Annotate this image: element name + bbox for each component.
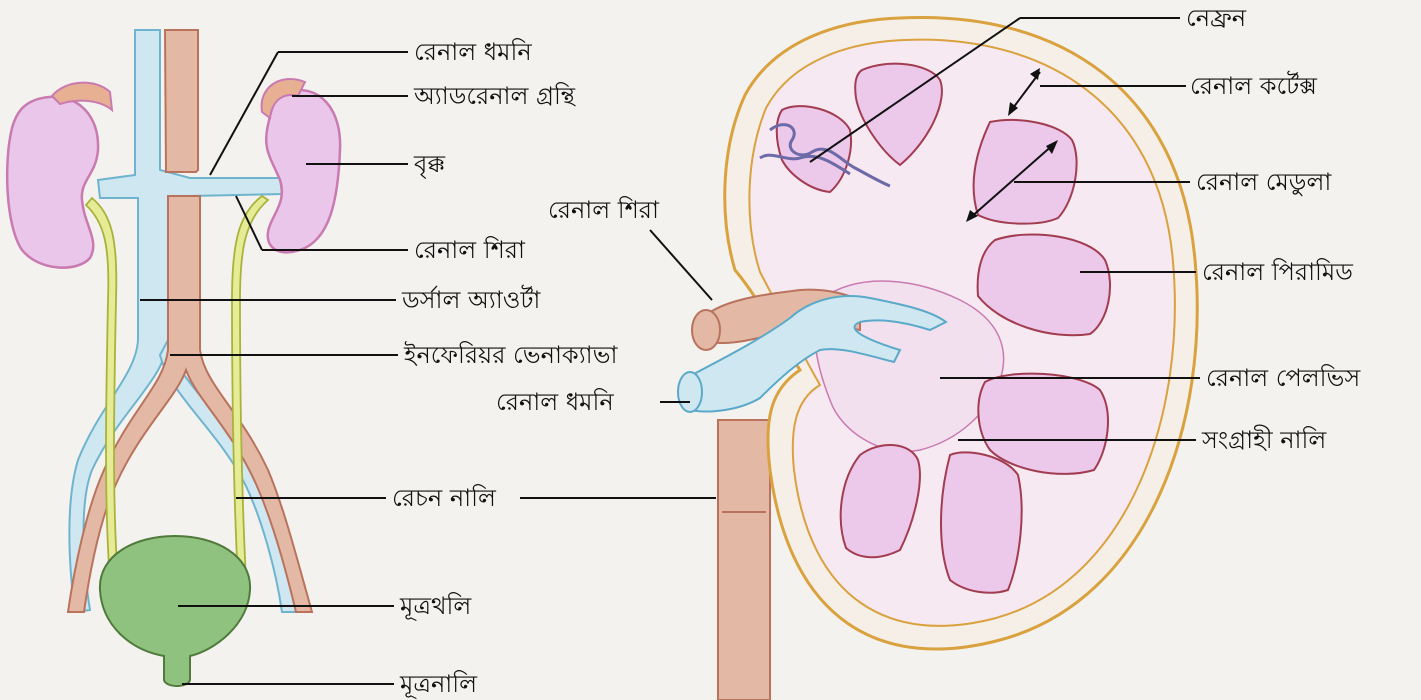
label-renal-vein-left: রেনাল শিরা [414, 236, 526, 264]
left-excretory-system [7, 30, 340, 686]
renal-vein-pointer [650, 230, 712, 300]
renal-artery-opening [678, 372, 702, 412]
label-inferior-vena-cava: ইনফেরিয়র ভেনাক্যাভা [403, 341, 619, 369]
label-renal-pelvis: রেনাল পেলভিস [1206, 364, 1361, 392]
label-renal-cortex: রেনাল কর্টেক্স [1190, 71, 1317, 100]
left-labels: রেনাল ধমনি অ্যাডরেনাল গ্রন্থি বৃক্ক রেনা… [392, 38, 619, 698]
label-renal-vein-right: রেনাল শিরা [548, 196, 660, 224]
pyramid-5 [941, 452, 1022, 592]
left-kidney-shape [7, 97, 98, 268]
label-urethra: মূত্রনালি [399, 670, 478, 698]
label-renal-pyramid: রেনাল পিরামিড [1202, 258, 1353, 286]
bladder-shape [100, 536, 250, 686]
label-renal-medulla: রেনাল মেডুলা [1196, 168, 1332, 196]
right-kidney-shape [266, 90, 340, 252]
renal-vein-opening [692, 310, 720, 350]
label-renal-artery-left: রেনাল ধমনি [414, 38, 532, 66]
label-ureter: রেচন নালি [392, 484, 497, 512]
label-kidney: বৃক্ক [413, 150, 445, 179]
label-adrenal-gland: অ্যাডরেনাল গ্রন্থি [413, 82, 576, 110]
label-dorsal-aorta: ডর্সাল অ্যাওর্টা [401, 285, 541, 314]
label-nephron: নেফ্রন [1186, 4, 1247, 32]
lower-vessel-column [718, 420, 770, 700]
aorta-shape [165, 30, 198, 172]
label-renal-artery-right: রেনাল ধমনি [496, 388, 614, 416]
label-urinary-bladder: মূত্রথলি [399, 592, 472, 620]
pyramid-2 [974, 120, 1077, 224]
label-collecting-duct: সংগ্রাহী নালি [1201, 425, 1327, 454]
right-kidney-section [678, 17, 1197, 700]
